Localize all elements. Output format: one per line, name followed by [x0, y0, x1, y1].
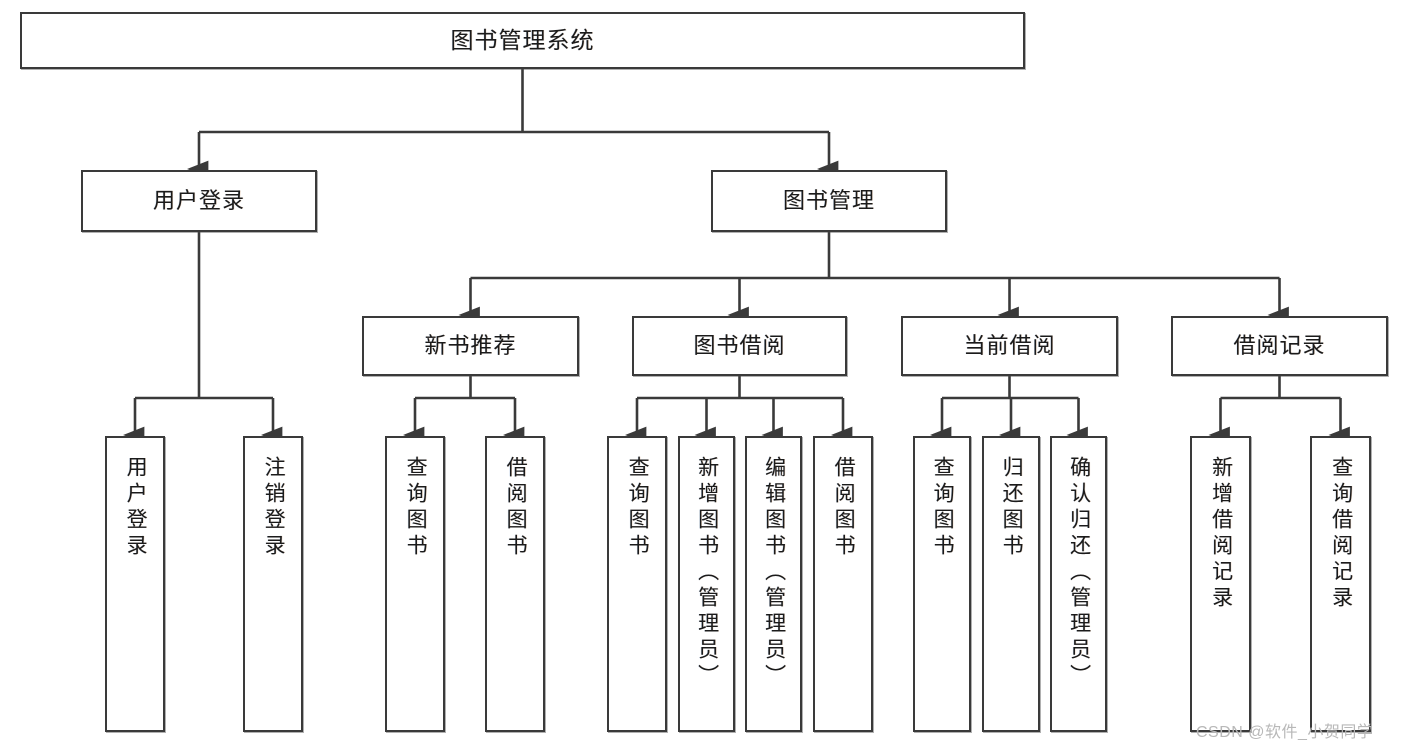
node-label: 图书管理 — [782, 188, 875, 214]
node-current-borrow[interactable]: 当前借阅 — [901, 316, 1118, 376]
node-leaf-query-book-2[interactable]: 查询图书 — [607, 436, 667, 732]
node-book-borrow[interactable]: 图书借阅 — [632, 316, 847, 376]
node-label: 用户登录 — [124, 456, 148, 560]
node-label: 新书推荐 — [424, 333, 517, 359]
node-label: 确认归还（管理员） — [1067, 456, 1091, 690]
node-label: 查询图书 — [404, 456, 428, 560]
node-user-login[interactable]: 用户登录 — [81, 170, 317, 232]
node-leaf-query-book-1[interactable]: 查询图书 — [385, 436, 445, 732]
node-label: 注销登录 — [262, 456, 286, 560]
node-leaf-logout[interactable]: 注销登录 — [243, 436, 303, 732]
node-leaf-query-book-3[interactable]: 查询图书 — [913, 436, 971, 732]
node-label: 当前借阅 — [963, 333, 1056, 359]
node-leaf-borrow-book-1[interactable]: 借阅图书 — [485, 436, 545, 732]
watermark: CSDN @软件_小贺同学 — [1196, 724, 1374, 741]
node-new-book-recommend[interactable]: 新书推荐 — [362, 316, 579, 376]
node-book-manage[interactable]: 图书管理 — [711, 170, 947, 232]
node-label: 借阅图书 — [832, 456, 856, 560]
node-leaf-return-book[interactable]: 归还图书 — [982, 436, 1040, 732]
node-leaf-confirm-return[interactable]: 确认归还（管理员） — [1050, 436, 1107, 732]
node-leaf-add-book[interactable]: 新增图书（管理员） — [678, 436, 735, 732]
node-label: 查询借阅记录 — [1329, 456, 1353, 612]
node-label: 归还图书 — [1000, 456, 1024, 560]
node-label: 查询图书 — [626, 456, 650, 560]
node-label: 编辑图书（管理员） — [762, 456, 786, 690]
node-leaf-add-record[interactable]: 新增借阅记录 — [1190, 436, 1251, 732]
node-label: 图书管理系统 — [450, 26, 595, 53]
node-label: 借阅记录 — [1233, 333, 1326, 359]
node-label: 新增图书（管理员） — [695, 456, 719, 690]
node-label: 用户登录 — [152, 188, 245, 214]
node-leaf-query-record[interactable]: 查询借阅记录 — [1310, 436, 1371, 732]
node-leaf-user-login[interactable]: 用户登录 — [105, 436, 165, 732]
node-leaf-edit-book[interactable]: 编辑图书（管理员） — [745, 436, 802, 732]
node-label: 图书借阅 — [693, 333, 786, 359]
node-root-root[interactable]: 图书管理系统 — [20, 12, 1025, 69]
node-label: 新增借阅记录 — [1209, 456, 1233, 612]
node-leaf-borrow-book-2[interactable]: 借阅图书 — [813, 436, 873, 732]
node-label: 查询图书 — [931, 456, 955, 560]
node-label: 借阅图书 — [504, 456, 528, 560]
node-borrow-record[interactable]: 借阅记录 — [1171, 316, 1388, 376]
